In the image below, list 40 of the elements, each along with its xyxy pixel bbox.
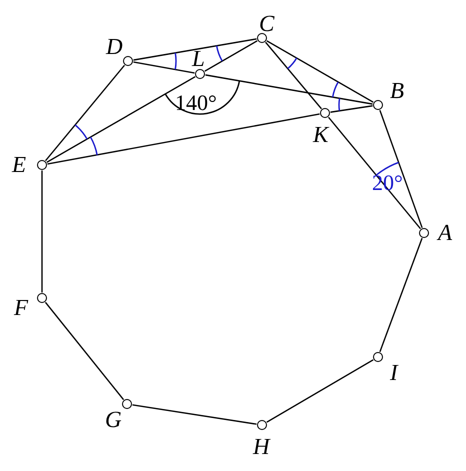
point-marker bbox=[122, 56, 133, 66]
line-segment bbox=[132, 404, 257, 425]
line-segment bbox=[133, 61, 195, 74]
line-segment bbox=[328, 116, 421, 230]
point-label: B bbox=[390, 79, 404, 102]
line-segment bbox=[205, 74, 373, 105]
point-label: D bbox=[106, 35, 123, 58]
point-marker bbox=[256, 32, 267, 43]
point-label: C bbox=[259, 12, 274, 35]
line-segment bbox=[266, 359, 374, 423]
line-segment bbox=[379, 238, 423, 352]
line-segment bbox=[265, 42, 322, 110]
point-marker bbox=[372, 100, 383, 110]
line-segment bbox=[266, 40, 374, 103]
point-marker bbox=[418, 228, 429, 238]
point-label: E bbox=[12, 153, 26, 176]
point-label: H bbox=[253, 435, 270, 458]
line-segment bbox=[44, 302, 124, 400]
point-label: L bbox=[192, 47, 205, 70]
line-segment bbox=[47, 113, 320, 165]
point-label: K bbox=[313, 123, 328, 146]
point-marker bbox=[320, 108, 330, 118]
line-segment bbox=[41, 170, 43, 292]
line-segment bbox=[45, 64, 125, 162]
line-segment bbox=[330, 105, 373, 113]
point-label: F bbox=[14, 296, 28, 319]
angle-label: 140° bbox=[175, 92, 217, 114]
point-label: G bbox=[105, 408, 122, 431]
line-segment bbox=[379, 110, 423, 228]
point-label: A bbox=[438, 221, 452, 244]
point-marker bbox=[256, 420, 267, 430]
line-segment bbox=[204, 40, 258, 72]
point-marker bbox=[36, 292, 47, 303]
point-label: I bbox=[390, 361, 398, 384]
point-marker bbox=[122, 398, 132, 409]
point-marker bbox=[36, 160, 47, 170]
line-segment bbox=[46, 76, 196, 163]
line-segment bbox=[133, 38, 257, 61]
point-marker bbox=[372, 352, 383, 362]
point-marker bbox=[194, 68, 205, 79]
